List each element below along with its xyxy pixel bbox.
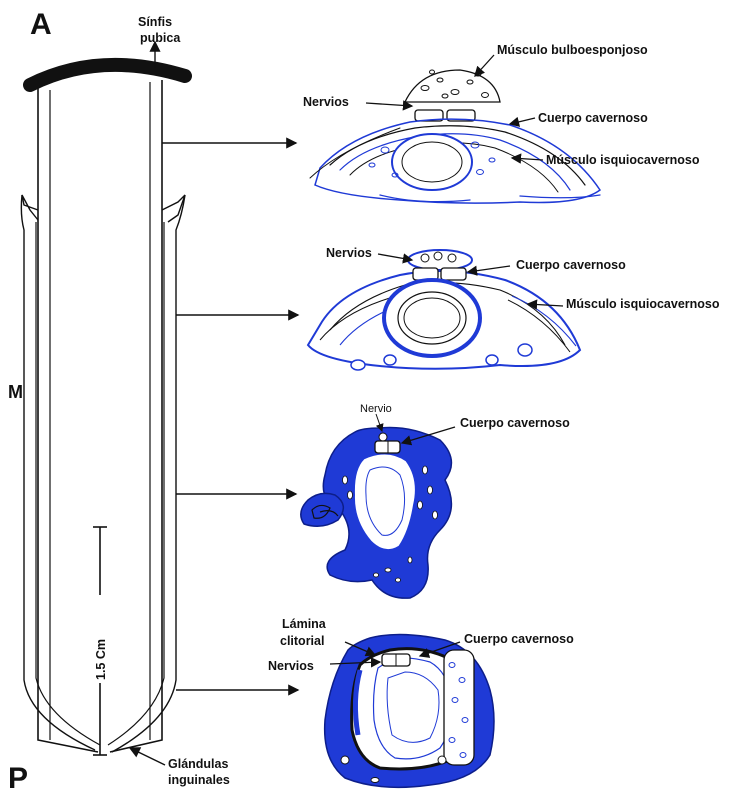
s4-label-corpus: Cuerpo cavernoso bbox=[464, 632, 574, 646]
sinfis-label-line1: Sínfis bbox=[138, 15, 172, 29]
section-1-tissue bbox=[310, 70, 600, 203]
longitudinal-schematic: A M P Sínfis pubica Glándulas inguinales… bbox=[8, 8, 298, 795]
s1-label-corpus: Cuerpo cavernoso bbox=[538, 111, 648, 125]
section-1: Músculo bulboesponjoso Nervios Cuerpo ca… bbox=[303, 43, 700, 203]
right-crus-inner bbox=[108, 222, 164, 745]
section-3-tissue bbox=[301, 428, 452, 599]
right-crus-outline bbox=[162, 195, 185, 222]
left-crus-outline bbox=[22, 195, 38, 220]
glandulas-arrow bbox=[130, 748, 165, 765]
sinfis-label-line2: pubica bbox=[140, 31, 181, 45]
s1-nerves-pointer bbox=[366, 103, 412, 106]
s2-label-corpus: Cuerpo cavernoso bbox=[516, 258, 626, 272]
glandulas-label-line1: Glándulas bbox=[168, 757, 228, 771]
s2-corpus-pointer bbox=[468, 266, 510, 272]
section-2: Nervios Cuerpo cavernoso Músculo isquioc… bbox=[308, 246, 720, 370]
s2-label-nerves: Nervios bbox=[326, 246, 372, 260]
s2-isquio-pointer bbox=[528, 304, 563, 306]
s1-label-isquio: Músculo isquiocavernoso bbox=[546, 153, 700, 167]
s2-nerves-pointer bbox=[378, 254, 412, 260]
section-4-tissue bbox=[325, 634, 494, 787]
s4-label-nerves: Nervios bbox=[268, 659, 314, 673]
s4-label-lamina-line1: Lámina bbox=[282, 617, 327, 631]
section-3: Nervio Cuerpo cavernoso bbox=[301, 403, 570, 598]
letter-anterior: A bbox=[30, 8, 52, 41]
s3-label-corpus: Cuerpo cavernoso bbox=[460, 416, 570, 430]
s1-bulbo-pointer bbox=[475, 55, 494, 76]
s2-label-isquio: Músculo isquiocavernoso bbox=[566, 297, 720, 311]
scale-bar-label: 1.5 Cm bbox=[94, 639, 108, 680]
section-2-nerves-cluster bbox=[408, 250, 472, 270]
glandulas-label-line2: inguinales bbox=[168, 773, 230, 787]
letter-middle: M bbox=[8, 382, 23, 402]
s1-corpus-pointer bbox=[510, 118, 535, 124]
s3-label-nerve: Nervio bbox=[360, 403, 392, 415]
letter-posterior: P bbox=[8, 762, 28, 795]
right-crus-tube bbox=[112, 195, 185, 752]
s1-label-bulbo: Músculo bulboesponjoso bbox=[497, 43, 648, 57]
section-4: Lámina clitorial Nervios Cuerpo cavernos… bbox=[268, 617, 574, 787]
s4-label-lamina-line2: clitorial bbox=[280, 634, 324, 648]
left-crus-tube bbox=[21, 195, 95, 750]
s1-label-nerves: Nervios bbox=[303, 95, 349, 109]
